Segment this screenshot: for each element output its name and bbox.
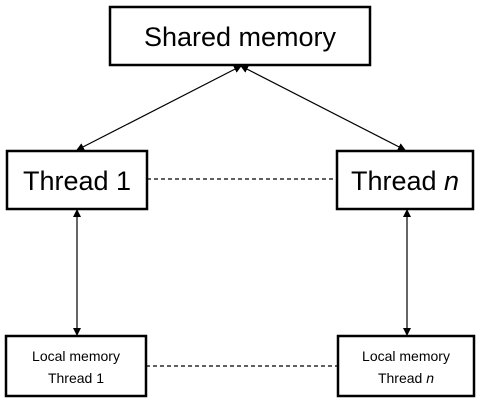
thread-n-label-var: n xyxy=(444,166,459,196)
shared-memory-label: Shared memory xyxy=(144,22,337,52)
thread-1-label: Thread 1 xyxy=(23,166,131,196)
thread-n-label: Thread n xyxy=(351,166,459,196)
thread-n-label-text: Thread xyxy=(351,166,444,196)
edge-shared-thread-1 xyxy=(76,65,242,151)
edge-shared-thread-n xyxy=(240,65,406,151)
local-memory-thread-n-box xyxy=(336,334,476,398)
local-memory-1-line2: Thread 1 xyxy=(48,370,104,386)
thread-1-box xyxy=(5,149,149,211)
local-memory-n-line2: Thread n xyxy=(378,370,434,386)
shared-memory-box xyxy=(108,5,372,67)
local-memory-1-line1: Local memory xyxy=(32,348,120,364)
local-memory-n-line2-text: Thread xyxy=(378,370,426,386)
local-memory-n-line2-var: n xyxy=(426,370,434,386)
local-memory-n-line1: Local memory xyxy=(362,348,450,364)
local-memory-thread-1-box xyxy=(4,334,148,398)
